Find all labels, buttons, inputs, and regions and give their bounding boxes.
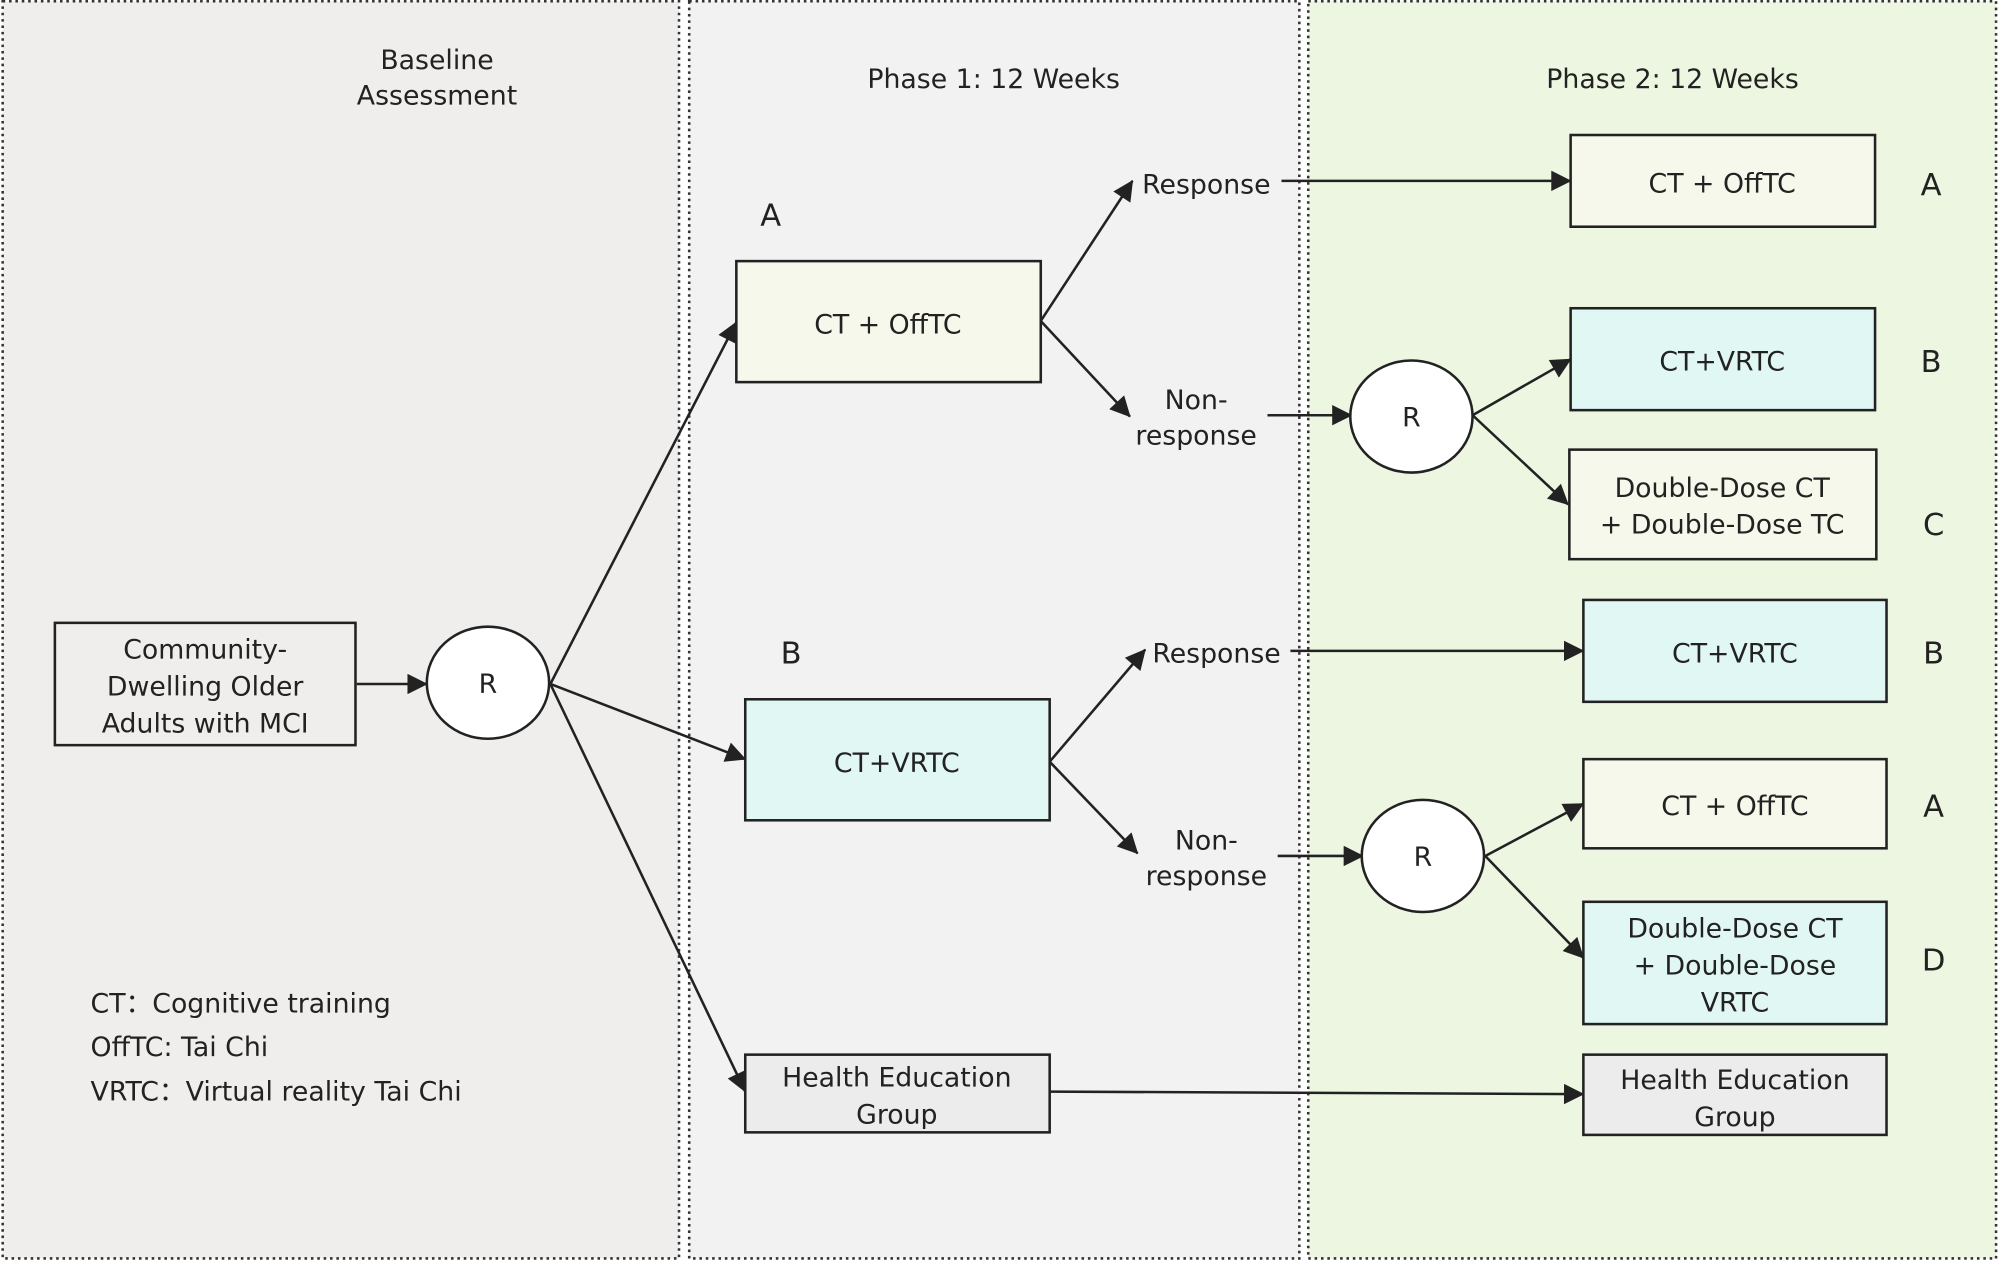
randomization-label: R bbox=[1414, 842, 1433, 873]
phase1-health-education-box: Health Education Group bbox=[743, 1053, 1051, 1134]
phase2-b-response-box: CT+VRTC bbox=[1582, 598, 1888, 704]
phase2-b-nonresponse-offtc-label: CT + OffTC bbox=[1661, 791, 1808, 822]
arrow-r-a-to-double bbox=[1471, 414, 1569, 506]
phase2-letter-b2: B bbox=[1923, 637, 1944, 672]
phase1-panel bbox=[687, 0, 1301, 1260]
phase2-letter-b1: B bbox=[1921, 345, 1942, 380]
phase1-arm-b-box: CT+VRTC bbox=[743, 698, 1051, 822]
phase2-letter-a2: A bbox=[1923, 789, 1944, 824]
response-label-a: Response bbox=[1142, 170, 1270, 201]
phase2-health-line2: Group bbox=[1694, 1102, 1775, 1133]
phase2-b-double-line2: + Double-Dose bbox=[1634, 950, 1837, 981]
phase2-a-nonresponse-vrtc-label: CT+VRTC bbox=[1659, 347, 1785, 378]
phase2-a-response-box: CT + OffTC bbox=[1569, 133, 1877, 228]
phase1-health-line2: Group bbox=[856, 1099, 937, 1130]
phase1-arm-b-label: CT+VRTC bbox=[834, 748, 960, 779]
phase2-letter-c: C bbox=[1923, 508, 1944, 543]
phase2-b-response-label: CT+VRTC bbox=[1672, 638, 1798, 669]
arrow-r-to-arm-b bbox=[549, 682, 747, 762]
arrow-arm-b-to-response bbox=[1048, 648, 1147, 763]
start-box-line3: Adults with MCI bbox=[102, 708, 309, 739]
phase2-b-nonresponse-offtc-box: CT + OffTC bbox=[1582, 757, 1888, 850]
phase2-letter-a1: A bbox=[1921, 168, 1942, 203]
nonresponse-label-b-line2: response bbox=[1146, 861, 1267, 892]
arrow-health-to-phase2 bbox=[1049, 1083, 1585, 1105]
randomization-label: R bbox=[1402, 403, 1421, 434]
phase1-header: Phase 1: 12 Weeks bbox=[867, 64, 1120, 95]
phase2-letter-d: D bbox=[1922, 944, 1946, 979]
phase2-b-double-line1: Double-Dose CT bbox=[1627, 913, 1843, 944]
arm-b-letter: B bbox=[781, 637, 802, 672]
arrow-r-to-health bbox=[549, 683, 747, 1093]
connectors bbox=[356, 170, 1585, 1105]
phase2-a-double-line1: Double-Dose CT bbox=[1615, 473, 1831, 504]
response-label-b: Response bbox=[1152, 638, 1280, 669]
arrow-r-a-to-vrtc bbox=[1471, 358, 1572, 417]
nonresponse-label-b-line1: Non- bbox=[1175, 826, 1238, 857]
arrow-arm-a-to-nonresponse bbox=[1039, 320, 1131, 418]
arrow-arm-a-to-response bbox=[1039, 180, 1134, 322]
nonresponse-label-a-line1: Non- bbox=[1165, 385, 1228, 416]
legend-ct: CT：Cognitive training bbox=[91, 989, 391, 1020]
randomization-node-a: R bbox=[1349, 359, 1474, 474]
phase2-header: Phase 2: 12 Weeks bbox=[1546, 64, 1799, 95]
phase2-a-nonresponse-vrtc-box: CT+VRTC bbox=[1569, 306, 1877, 412]
arm-a-letter: A bbox=[760, 198, 781, 233]
phase2-a-double-dose-box: Double-Dose CT + Double-Dose TC bbox=[1568, 448, 1878, 561]
baseline-header-line2: Assessment bbox=[357, 80, 517, 111]
phase2-b-double-line3: VRTC bbox=[1701, 987, 1769, 1018]
start-box-line2: Dwelling Older bbox=[107, 671, 303, 702]
abbreviation-legend: CT：Cognitive training OffTC: Tai Chi VRT… bbox=[91, 989, 462, 1108]
phase1-arm-a-label: CT + OffTC bbox=[814, 310, 961, 341]
phase2-health-education-box: Health Education Group bbox=[1582, 1053, 1888, 1137]
arrow-r-to-arm-a bbox=[549, 321, 738, 685]
phase2-a-response-label: CT + OffTC bbox=[1649, 168, 1796, 199]
phase1-arm-a-box: CT + OffTC bbox=[735, 259, 1043, 384]
nonresponse-label-a-line2: response bbox=[1135, 421, 1256, 452]
arrow-r-b-to-double bbox=[1484, 855, 1585, 959]
phase2-health-line1: Health Education bbox=[1620, 1065, 1849, 1096]
phase2-b-double-dose-box: Double-Dose CT + Double-Dose VRTC bbox=[1582, 900, 1888, 1026]
start-box: Community- Dwelling Older Adults with MC… bbox=[53, 621, 357, 747]
legend-vrtc: VRTC：Virtual reality Tai Chi bbox=[91, 1077, 462, 1108]
randomization-node-b: R bbox=[1360, 798, 1486, 914]
legend-offtc: OffTC: Tai Chi bbox=[91, 1032, 269, 1063]
randomization-label: R bbox=[479, 669, 498, 700]
arrow-r-b-to-offtc bbox=[1484, 802, 1585, 858]
baseline-header-line1: Baseline bbox=[380, 45, 493, 76]
phase1-health-line1: Health Education bbox=[782, 1062, 1011, 1093]
arrow-arm-b-to-nonresponse bbox=[1048, 760, 1139, 855]
randomization-node-baseline: R bbox=[425, 625, 551, 741]
phase2-a-double-line2: + Double-Dose TC bbox=[1600, 510, 1845, 541]
start-box-line1: Community- bbox=[123, 635, 287, 666]
